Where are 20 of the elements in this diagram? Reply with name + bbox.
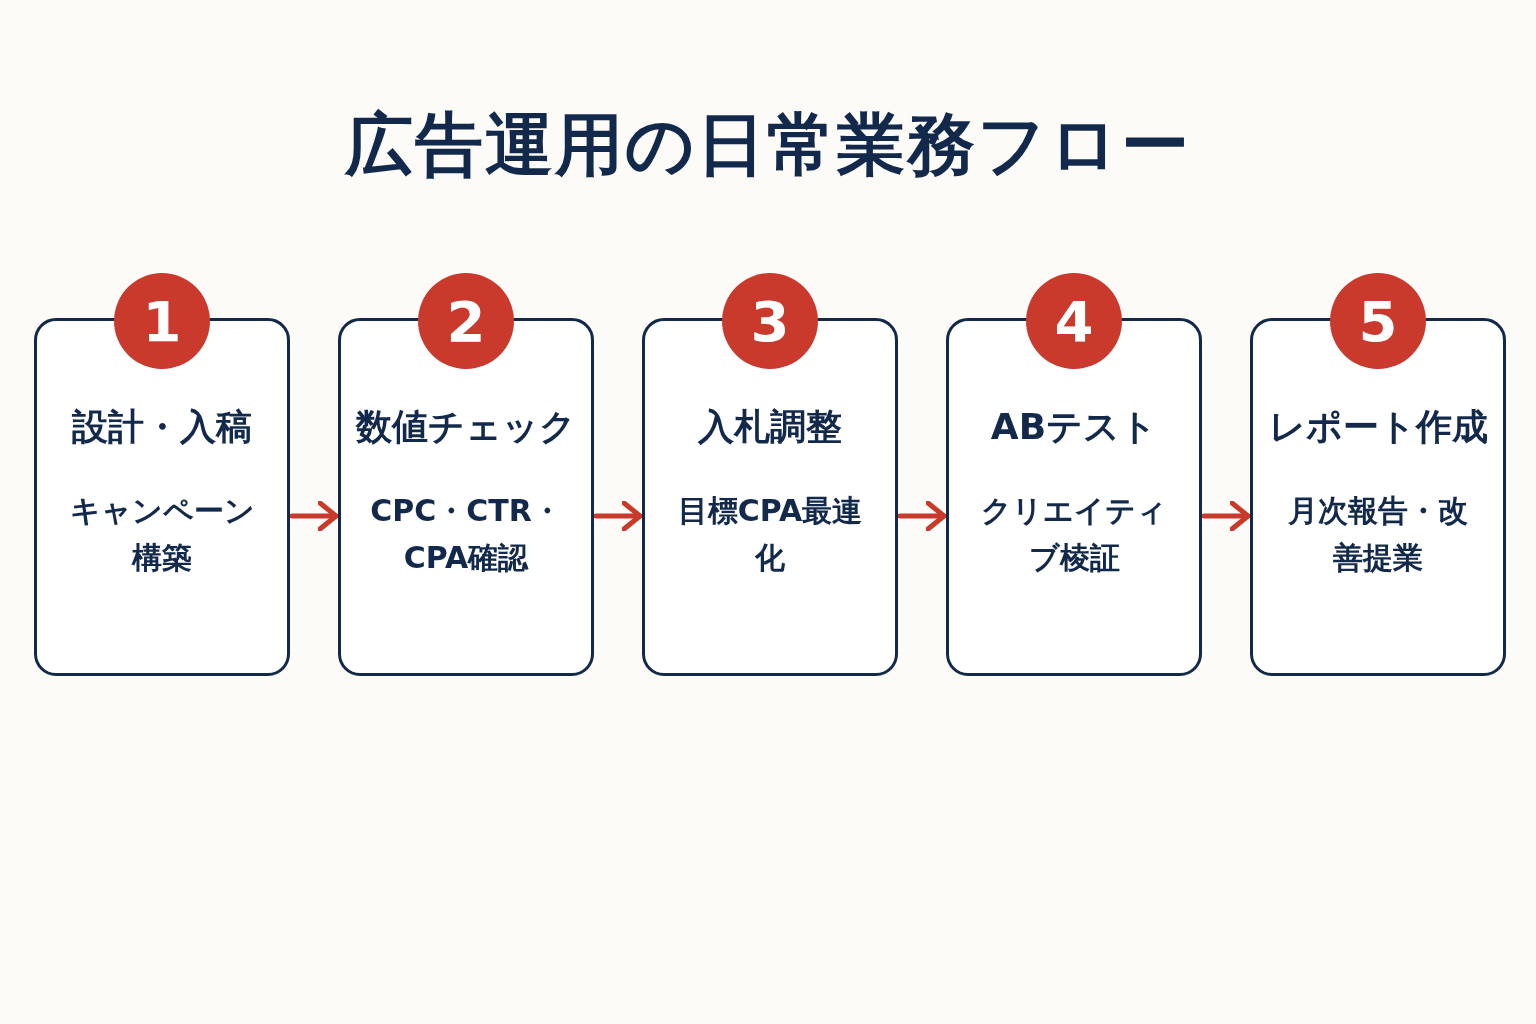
step-number: 1 [114,273,210,369]
step-description: クリエイティブ棱証 [980,492,1168,577]
step-description: CPC・CTR・CPA確認 [370,492,562,577]
step-number: 4 [1026,273,1122,369]
step-number: 5 [1330,273,1426,369]
arrow [593,500,643,532]
step-title: 設計・入稿 [72,405,252,449]
step-description: 月次報告・改善提業 [1287,492,1469,577]
arrow [897,500,947,532]
diagram-title: 広告運用の日常業務フロー [345,104,1191,186]
step-title: レポート作成 [1268,405,1488,449]
arrow [289,500,339,532]
step-number: 2 [418,273,514,369]
step-title: 入札調整 [698,405,842,449]
step-title: ABテスト [990,405,1158,449]
step-number: 3 [722,273,818,369]
step-title: 数値チェック [356,405,576,449]
step-description: 目標CPA最連化 [676,492,864,577]
step-description: キャンペーン構築 [68,492,256,577]
arrow [1201,500,1251,532]
